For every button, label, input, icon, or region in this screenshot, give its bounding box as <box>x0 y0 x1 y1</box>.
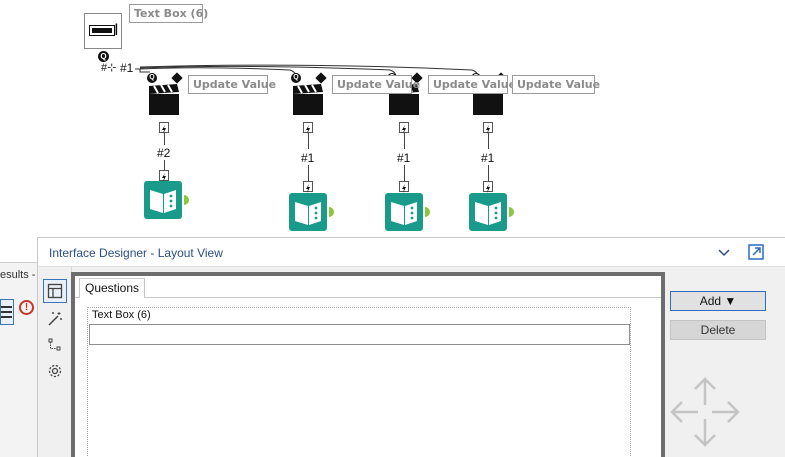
lightning-anchor-icon <box>399 122 409 134</box>
results-panel-partial: esults - ! <box>0 262 37 457</box>
chevron-down-icon[interactable] <box>716 244 732 260</box>
designer-side-toolbar <box>38 267 72 457</box>
action-tool-1[interactable] <box>148 84 180 116</box>
error-icon[interactable]: ! <box>19 300 34 315</box>
move-arrows-icon[interactable] <box>668 375 742 449</box>
workflow-canvas[interactable]: I Text Box (6) Q #⊹ #1 Q Q Q Q Update Va… <box>0 0 785 240</box>
connector-line <box>488 165 489 181</box>
connector-line <box>488 133 489 149</box>
designer-title-bar: Interface Designer - Layout View <box>38 238 785 267</box>
tab-divider <box>75 297 661 298</box>
add-button[interactable]: Add ▼ <box>670 291 766 311</box>
textbox-tool-caption: Text Box (6) <box>129 4 208 23</box>
tree-view-icon[interactable] <box>43 333 67 357</box>
delete-button[interactable]: Delete <box>670 320 766 340</box>
interface-book-tool-1[interactable] <box>144 181 192 223</box>
connector-line <box>164 133 165 145</box>
results-panel-label: esults - <box>0 269 36 281</box>
lightning-anchor-icon <box>483 122 493 134</box>
question-anchor-icon: Q <box>147 73 157 83</box>
textbox-tool[interactable]: I <box>84 13 122 49</box>
magic-wand-icon[interactable] <box>43 307 67 331</box>
gear-icon[interactable] <box>43 359 67 383</box>
lightning-anchor-icon <box>159 170 169 182</box>
book-connection-label: #2 <box>157 146 171 160</box>
question-anchor-icon: Q <box>98 51 109 62</box>
textbox-connection-label: #1 <box>120 61 134 75</box>
list-view-icon[interactable] <box>0 299 14 325</box>
textbox-question-input[interactable] <box>89 324 630 345</box>
connector-line <box>404 133 405 149</box>
connector-line <box>164 160 165 170</box>
connector-line <box>308 165 309 181</box>
lightning-anchor-icon <box>399 181 409 193</box>
update-value-caption: Update Value <box>428 75 516 94</box>
interface-designer-panel: Interface Designer - Layout View Questio… <box>37 237 785 457</box>
lightning-anchor-icon <box>303 181 313 193</box>
lightning-anchor-icon <box>159 122 169 134</box>
interface-book-tool-3[interactable] <box>385 193 433 235</box>
update-value-caption: Update Value <box>188 75 276 94</box>
update-value-caption: Update Value <box>332 75 420 94</box>
designer-title: Interface Designer - Layout View <box>49 246 223 260</box>
connector-line <box>308 133 309 149</box>
interface-book-tool-2[interactable] <box>289 193 337 235</box>
lightning-anchor-icon <box>483 181 493 193</box>
lightning-anchor-icon <box>303 122 313 134</box>
book-connection-label: #1 <box>481 151 495 165</box>
connector-line <box>404 165 405 181</box>
textbox-output-label: #⊹ <box>101 62 116 74</box>
update-value-caption: Update Value <box>512 75 600 94</box>
action-tool-2[interactable] <box>292 84 324 116</box>
tab-questions[interactable]: Questions <box>79 278 145 298</box>
popout-window-icon[interactable] <box>746 242 766 262</box>
book-connection-label: #1 <box>397 151 411 165</box>
book-connection-label: #1 <box>301 151 315 165</box>
question-label: Text Box (6) <box>92 309 151 321</box>
layout-view-icon[interactable] <box>43 279 67 303</box>
interface-book-tool-4[interactable] <box>469 193 517 235</box>
question-anchor-icon: Q <box>291 73 301 83</box>
